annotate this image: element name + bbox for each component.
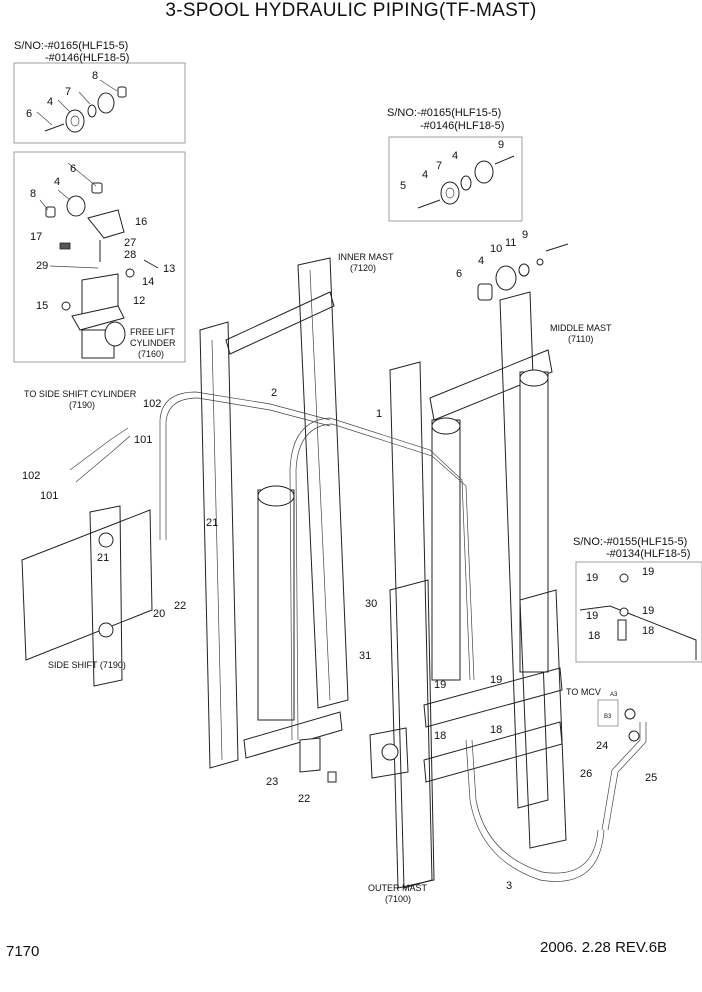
callout-102-bottom: 102	[22, 470, 41, 482]
callout-tr-7: 7	[436, 160, 443, 172]
detail-box-top-right	[388, 136, 523, 222]
callout-om-19-a: 19	[434, 679, 447, 691]
free-lift-bracket-detail	[39, 162, 159, 359]
callout-tr-4a: 4	[452, 150, 459, 162]
callout-fl-29: 29	[36, 260, 49, 272]
callout-om-24: 24	[596, 740, 609, 752]
callout-101-top: 101	[134, 434, 153, 446]
label-to-mcv: TO MCV	[566, 687, 601, 697]
callout-fl-28: 28	[124, 249, 137, 261]
callout-fl-16: 16	[135, 216, 148, 228]
revision-stamp: 2006. 2.28 REV.6B	[540, 939, 668, 956]
serial-note-right-middle-line1: S/NO:-#0155(HLF15-5)	[573, 536, 688, 548]
callout-om-18-b: 18	[490, 724, 503, 736]
hose-25	[601, 722, 647, 831]
callout-mm-9: 9	[522, 229, 529, 241]
callout-rm-19-b: 19	[642, 566, 655, 578]
callout-tl-8: 8	[92, 70, 99, 82]
callout-fl-27: 27	[124, 237, 137, 249]
callout-om-19-b: 19	[490, 674, 503, 686]
label-port-a3: A3	[610, 692, 618, 698]
label-middle-mast-code: (7110)	[568, 334, 594, 344]
callout-fl-17: 17	[30, 231, 43, 243]
callout-tr-5: 5	[400, 180, 407, 192]
callout-30: 30	[365, 598, 378, 610]
roller-assembly-middle-mast	[477, 243, 569, 301]
callout-tl-4: 4	[47, 96, 54, 108]
mcv-fittings	[597, 699, 640, 742]
serial-note-top-right-line1: S/NO:-#0165(HLF15-5)	[387, 107, 502, 119]
callout-21-right: 21	[206, 517, 219, 529]
callout-tl-7: 7	[65, 86, 72, 98]
callout-om-18-a: 18	[434, 730, 447, 742]
label-port-b3: B3	[604, 714, 612, 720]
roller-assembly-top-right	[417, 155, 515, 209]
label-inner-mast: INNER MAST	[338, 252, 394, 262]
roller-assembly-top-left	[36, 79, 127, 133]
inner-mast	[199, 257, 349, 769]
callout-23: 23	[266, 776, 279, 788]
label-free-lift: FREE LIFT	[130, 327, 176, 337]
label-free-lift-code: (7160)	[138, 349, 165, 359]
callout-mm-6: 6	[456, 268, 463, 280]
callout-om-26: 26	[580, 768, 593, 780]
hose-1	[289, 417, 475, 741]
hose-3	[465, 739, 605, 882]
callout-22-side: 22	[174, 600, 187, 612]
callout-fl-13: 13	[163, 263, 176, 275]
detail-box-free-lift	[13, 151, 186, 363]
label-side-shift-cylinder-code: (7190)	[69, 400, 96, 410]
callout-fl-12: 12	[133, 295, 146, 307]
callout-21-left: 21	[97, 552, 110, 564]
callout-101-bottom: 101	[40, 490, 59, 502]
side-shift-assembly	[21, 427, 153, 687]
outer-mast	[369, 579, 567, 889]
callout-fl-14: 14	[142, 276, 155, 288]
callout-om-25: 25	[645, 772, 658, 784]
callout-mm-4: 4	[478, 255, 485, 267]
callout-hose-1: 1	[376, 408, 383, 420]
callout-102-top: 102	[143, 398, 162, 410]
callout-fl-8: 8	[30, 188, 37, 200]
callout-rm-19-d: 19	[642, 605, 655, 617]
callout-rm-19-c: 19	[586, 610, 599, 622]
callout-fl-4: 4	[54, 176, 61, 188]
detail-box-top-left	[13, 62, 186, 144]
callout-fl-6: 6	[70, 163, 77, 175]
callout-tr-9: 9	[498, 139, 505, 151]
label-side-shift-cylinder: TO SIDE SHIFT CYLINDER	[24, 389, 137, 399]
callout-rm-18-a: 18	[588, 630, 601, 642]
callout-om-3: 3	[506, 880, 513, 892]
label-side-shift: SIDE SHIFT (7190)	[48, 660, 126, 670]
hose-2	[159, 391, 331, 540]
serial-note-top-right-line2: -#0146(HLF18-5)	[420, 120, 505, 132]
label-inner-mast-code: (7120)	[350, 263, 377, 273]
hose-bracket-23	[299, 737, 337, 783]
callout-mm-10: 10	[490, 243, 503, 255]
label-middle-mast: MIDDLE MAST	[550, 323, 612, 333]
callout-31: 31	[359, 650, 372, 662]
callout-hose-2: 2	[271, 387, 278, 399]
serial-note-right-middle-line2: -#0134(HLF18-5)	[606, 548, 691, 560]
callout-22-bottom: 22	[298, 793, 311, 805]
callout-tl-6: 6	[26, 108, 33, 120]
callout-20: 20	[153, 608, 166, 620]
callout-tr-4b: 4	[422, 169, 429, 181]
label-outer-mast-code: (7100)	[385, 894, 412, 904]
callout-rm-19-a: 19	[586, 572, 599, 584]
fitting-detail-right	[579, 573, 697, 660]
serial-note-top-left-line2: -#0146(HLF18-5)	[45, 52, 130, 64]
callout-fl-15: 15	[36, 300, 49, 312]
page-title: 3-SPOOL HYDRAULIC PIPING(TF-MAST)	[165, 0, 537, 21]
callout-mm-11: 11	[505, 237, 517, 249]
label-outer-mast: OUTER MAST	[368, 883, 428, 893]
page-number: 7170	[6, 943, 40, 960]
callout-rm-18-b: 18	[642, 625, 655, 637]
serial-note-top-left-line1: S/NO:-#0165(HLF15-5)	[14, 40, 129, 52]
detail-box-right-middle	[575, 561, 702, 663]
label-free-lift-cylinder: CYLINDER	[130, 338, 176, 348]
